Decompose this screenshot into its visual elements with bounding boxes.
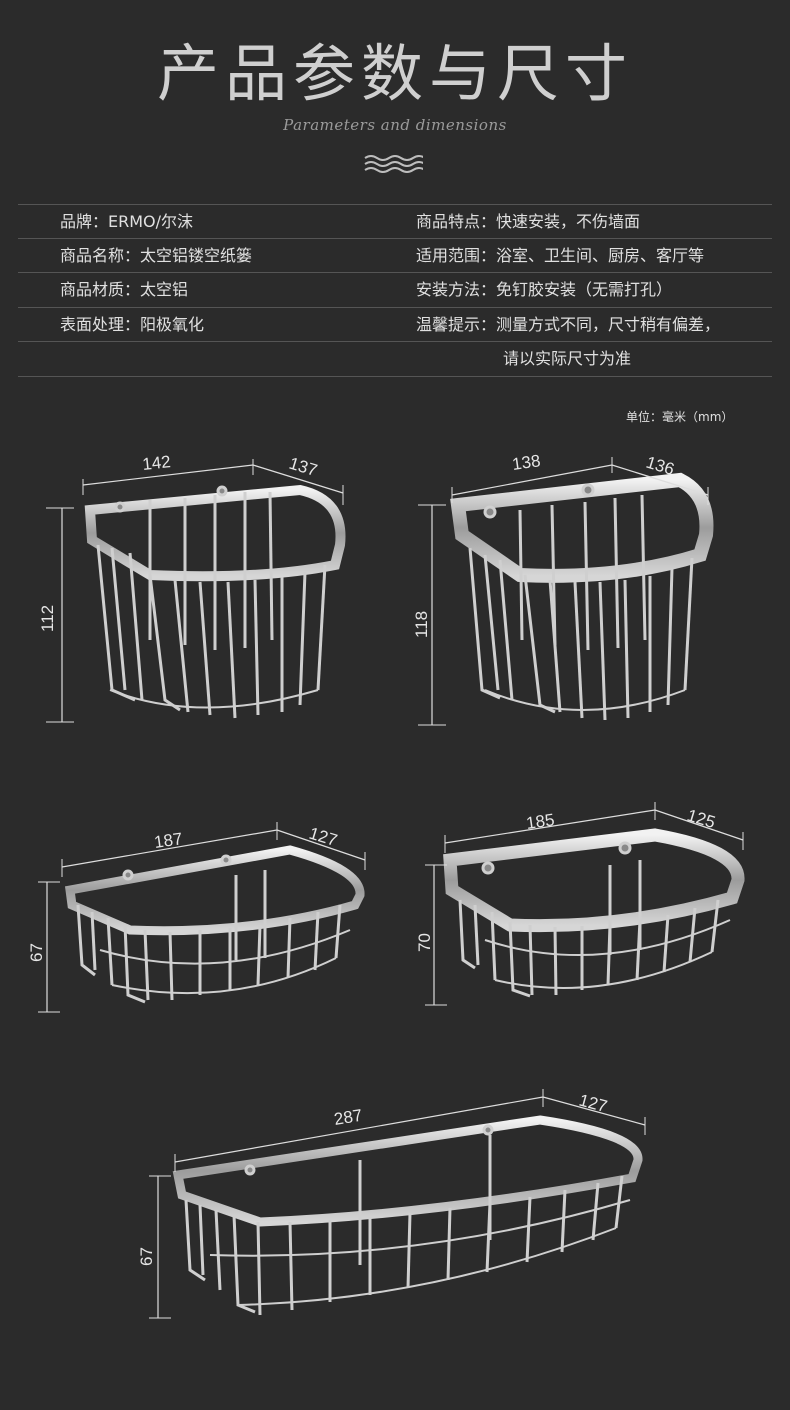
product-drawing-1: 142 137 112: [38, 452, 346, 723]
spec-value: ERMO/尔沫: [108, 212, 194, 231]
spec-label: 商品特点：: [416, 212, 497, 231]
spec-label: 适用范围：: [416, 245, 497, 265]
unit-note: 单位：毫米（mm）: [626, 410, 734, 424]
product-drawing-4: 185 125 70: [415, 802, 745, 1006]
spec-value: 太空铝镂空纸篓: [140, 245, 253, 265]
spec-row: 商品材质：太空铝 安装方法：免钉胶安装（无需打孔）: [18, 273, 772, 308]
spec-label: 商品材质：: [60, 280, 141, 300]
basket-image: [84, 484, 346, 719]
spec-row: 品牌：ERMO/尔沫 商品特点：快速安装，不伤墙面: [18, 204, 772, 239]
spec-value: 免钉胶安装（无需打孔）: [496, 280, 673, 300]
spec-value: 快速安装，不伤墙面: [496, 212, 641, 231]
spec-value: 请以实际尺寸为准: [503, 349, 632, 369]
dimension-height: 112: [38, 605, 57, 632]
spec-value: 测量方式不同，尺寸稍有偏差，: [496, 314, 721, 334]
page-title: 产品参数与尺寸: [156, 37, 633, 110]
product-drawing-2: 138 136 118: [412, 451, 714, 726]
spec-value: 太空铝: [140, 280, 189, 300]
dimension-depth: 125: [685, 806, 718, 832]
spec-row: 请以实际尺寸为准: [18, 342, 772, 377]
basket-image: [172, 1115, 643, 1316]
spec-label: 温馨提示：: [416, 314, 497, 334]
spec-label: 安装方法：: [416, 280, 497, 300]
spec-label: 品牌：: [60, 212, 109, 231]
page-subtitle: Parameters and dimensions: [283, 116, 507, 134]
dimension-depth: 127: [307, 824, 340, 850]
product-drawing-5: 287 127 67: [137, 1089, 646, 1319]
dimension-depth: 127: [577, 1091, 609, 1117]
dimension-width: 287: [333, 1106, 364, 1129]
spec-value: 浴室、卫生间、厨房、客厅等: [496, 245, 705, 265]
spec-value: 阳极氧化: [140, 314, 205, 334]
spec-row: 商品名称：太空铝镂空纸篓 适用范围：浴室、卫生间、厨房、客厅等: [18, 239, 772, 274]
dimension-depth: 136: [644, 453, 677, 479]
basket-image: [450, 472, 714, 721]
dimension-width: 185: [525, 810, 556, 833]
dimension-width: 138: [511, 451, 542, 474]
dimension-depth: 137: [287, 454, 320, 480]
spec-table: 品牌：ERMO/尔沫 商品特点：快速安装，不伤墙面 商品名称：太空铝镂空纸篓 适…: [18, 204, 772, 377]
spec-label: 表面处理：: [60, 314, 141, 334]
dimension-height: 67: [27, 943, 46, 962]
basket-image: [64, 845, 365, 1004]
spec-label: 商品名称：: [60, 245, 141, 265]
dimension-height: 70: [415, 933, 434, 952]
wave-divider-icon: [364, 155, 423, 173]
dimension-width: 187: [153, 829, 184, 852]
spec-row: 表面处理：阳极氧化 温馨提示：测量方式不同，尺寸稍有偏差，: [18, 308, 772, 343]
dimension-height: 118: [412, 611, 431, 638]
basket-image: [443, 828, 745, 998]
dimension-width: 142: [141, 452, 171, 474]
dimension-height: 67: [137, 1247, 156, 1266]
product-drawing-3: 187 127 67: [27, 822, 366, 1013]
